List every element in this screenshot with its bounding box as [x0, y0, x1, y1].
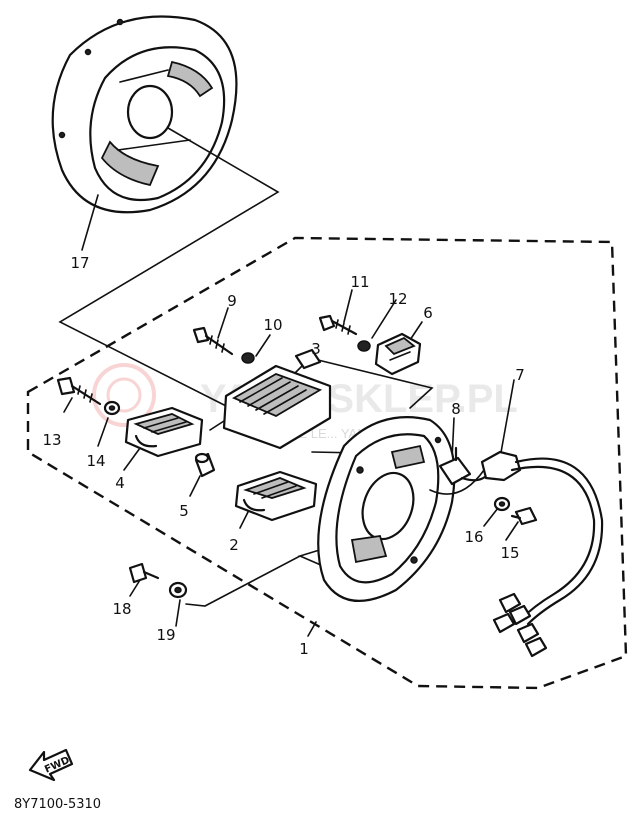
callout-17: 17	[70, 254, 89, 272]
assembly-boundary	[26, 236, 628, 690]
callout-14: 14	[86, 452, 105, 470]
callout-12: 12	[388, 290, 407, 308]
flywheel-rotor	[51, 15, 238, 214]
washer-10	[241, 352, 255, 364]
callout-16: 16	[464, 528, 483, 546]
washer-19	[168, 581, 188, 599]
callout-19: 19	[156, 626, 175, 644]
callout-6: 6	[423, 304, 433, 322]
callout-18: 18	[112, 600, 131, 618]
screw-15	[510, 506, 538, 526]
fwd-arrow-icon: FWD	[28, 748, 74, 782]
callout-10: 10	[263, 316, 282, 334]
callout-15: 15	[500, 544, 519, 562]
callout-7: 7	[515, 366, 525, 384]
spacer-5	[194, 452, 216, 478]
callout-3: 3	[311, 340, 321, 358]
screw-9	[192, 326, 234, 356]
washer-14	[103, 400, 121, 416]
stator-plate-1	[317, 416, 456, 602]
washer-16	[493, 496, 511, 512]
callout-11: 11	[350, 273, 369, 291]
screw-11	[318, 314, 358, 336]
screw-13	[56, 376, 102, 406]
callout-2: 2	[229, 536, 239, 554]
callout-13: 13	[42, 431, 61, 449]
coil-4	[124, 406, 204, 458]
diagram-code: 8Y7100-5310	[14, 797, 101, 812]
callout-5: 5	[179, 502, 189, 520]
pickup-coil-6	[374, 332, 422, 376]
callout-4: 4	[115, 474, 125, 492]
callout-8: 8	[451, 400, 461, 418]
washer-12	[357, 340, 371, 352]
wire-harness-7	[429, 450, 604, 658]
screw-18	[128, 562, 160, 584]
coil-2	[234, 470, 318, 522]
charge-coil-3	[222, 348, 332, 450]
callout-1: 1	[299, 640, 309, 658]
callout-9: 9	[227, 292, 237, 310]
